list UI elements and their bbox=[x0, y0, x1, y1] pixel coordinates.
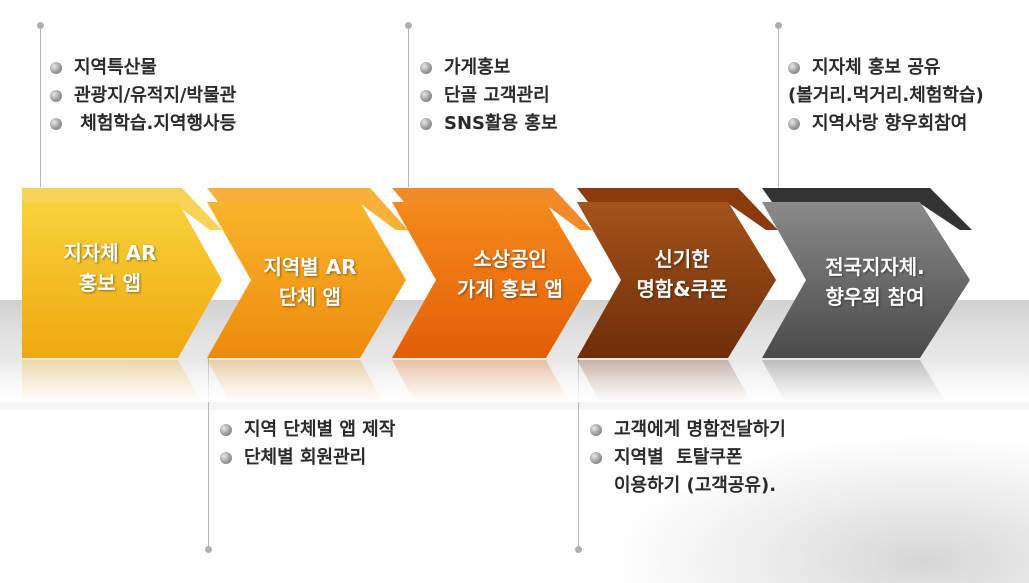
connector-dot-3 bbox=[775, 22, 782, 29]
chevron-3-bevel bbox=[392, 188, 592, 230]
chevron-1-bevel bbox=[22, 188, 222, 230]
step-1-label: 지자체 AR 홍보 앱 bbox=[40, 238, 180, 298]
step-5-label: 전국지자체. 향우회 참여 bbox=[790, 252, 960, 312]
connector-line-4 bbox=[208, 358, 209, 548]
bullet-icon bbox=[420, 90, 432, 102]
step-4-line1: 신기한 bbox=[654, 247, 710, 271]
list-item: 관광지/유적지/박물관 bbox=[50, 82, 236, 110]
chevron-1 bbox=[22, 202, 222, 358]
list-item: 단골 고객관리 bbox=[420, 82, 558, 110]
step-4-label: 신기한 명함&쿠폰 bbox=[612, 244, 752, 304]
step-5-line1: 전국지자체. bbox=[825, 255, 925, 279]
connector-line-3 bbox=[778, 25, 779, 187]
bullet-icon bbox=[50, 118, 62, 130]
step-2-line1: 지역별 AR bbox=[263, 255, 357, 279]
step-5-line2: 향우회 참여 bbox=[825, 285, 925, 309]
bullet-icon bbox=[420, 62, 432, 74]
connector-dot-2 bbox=[405, 22, 412, 29]
bullet-icon bbox=[590, 452, 602, 464]
list-item: 가게홍보 bbox=[420, 54, 558, 82]
step-4-line2: 명함&쿠폰 bbox=[636, 277, 728, 301]
list-item: (볼거리.먹거리.체험학습) bbox=[788, 85, 984, 106]
step-2-label: 지역별 AR 단체 앱 bbox=[245, 252, 375, 312]
background-shadow bbox=[609, 433, 1029, 583]
bullet-icon bbox=[788, 62, 800, 74]
connector-dot-4 bbox=[205, 546, 212, 553]
note-top-2: 가게홍보 단골 고객관리 SNS활용 홍보 bbox=[420, 54, 558, 138]
list-item: 이용하기 (고객공유). bbox=[614, 475, 777, 496]
step-2-line2: 단체 앱 bbox=[278, 285, 342, 309]
connector-dot-5 bbox=[575, 546, 582, 553]
list-item: 지자체 홍보 공유 bbox=[788, 54, 984, 82]
bullet-icon bbox=[590, 424, 602, 436]
chevron-2 bbox=[207, 202, 406, 358]
list-item: 단체별 회원관리 bbox=[220, 444, 395, 472]
note-bottom-2: 고객에게 명함전달하기 지역별 토탈쿠폰 이용하기 (고객공유). bbox=[590, 416, 786, 500]
chevron-5 bbox=[762, 202, 970, 358]
list-item: 지역사랑 향우회참여 bbox=[788, 110, 984, 138]
list-item: 지역 단체별 앱 제작 bbox=[220, 416, 395, 444]
note-bottom-1: 지역 단체별 앱 제작 단체별 회원관리 bbox=[220, 416, 395, 472]
connector-line-1 bbox=[40, 25, 41, 187]
step-3-line1: 소상공인 bbox=[473, 247, 547, 271]
list-item: 체험학습.지역행사등 bbox=[50, 110, 236, 138]
list-item: SNS활용 홍보 bbox=[420, 110, 558, 138]
step-1-line1: 지자체 AR bbox=[63, 241, 157, 265]
step-3-line2: 가게 홍보 앱 bbox=[457, 277, 563, 301]
connector-line-5 bbox=[578, 358, 579, 548]
connector-line-2 bbox=[408, 25, 409, 187]
chevron-4-bevel bbox=[577, 188, 778, 230]
bullet-icon bbox=[788, 118, 800, 130]
step-3-label: 소상공인 가게 홍보 앱 bbox=[430, 244, 590, 304]
list-item: 고객에게 명함전달하기 bbox=[590, 416, 786, 444]
chevron-4 bbox=[577, 202, 776, 358]
chevron-3 bbox=[392, 202, 592, 358]
bullet-icon bbox=[50, 62, 62, 74]
chevron-5-bevel bbox=[762, 188, 972, 230]
note-top-1: 지역특산물 관광지/유적지/박물관 체험학습.지역행사등 bbox=[50, 54, 236, 138]
note-top-3: 지자체 홍보 공유 (볼거리.먹거리.체험학습) 지역사랑 향우회참여 bbox=[788, 54, 984, 138]
connector-dot-1 bbox=[37, 22, 44, 29]
bullet-icon bbox=[220, 424, 232, 436]
bullet-icon bbox=[50, 90, 62, 102]
list-item: 지역별 토탈쿠폰 bbox=[590, 444, 786, 472]
list-item: 지역특산물 bbox=[50, 54, 236, 82]
chevron-2-bevel bbox=[207, 188, 408, 230]
bullet-icon bbox=[420, 118, 432, 130]
bullet-icon bbox=[220, 452, 232, 464]
step-1-line2: 홍보 앱 bbox=[78, 271, 142, 295]
